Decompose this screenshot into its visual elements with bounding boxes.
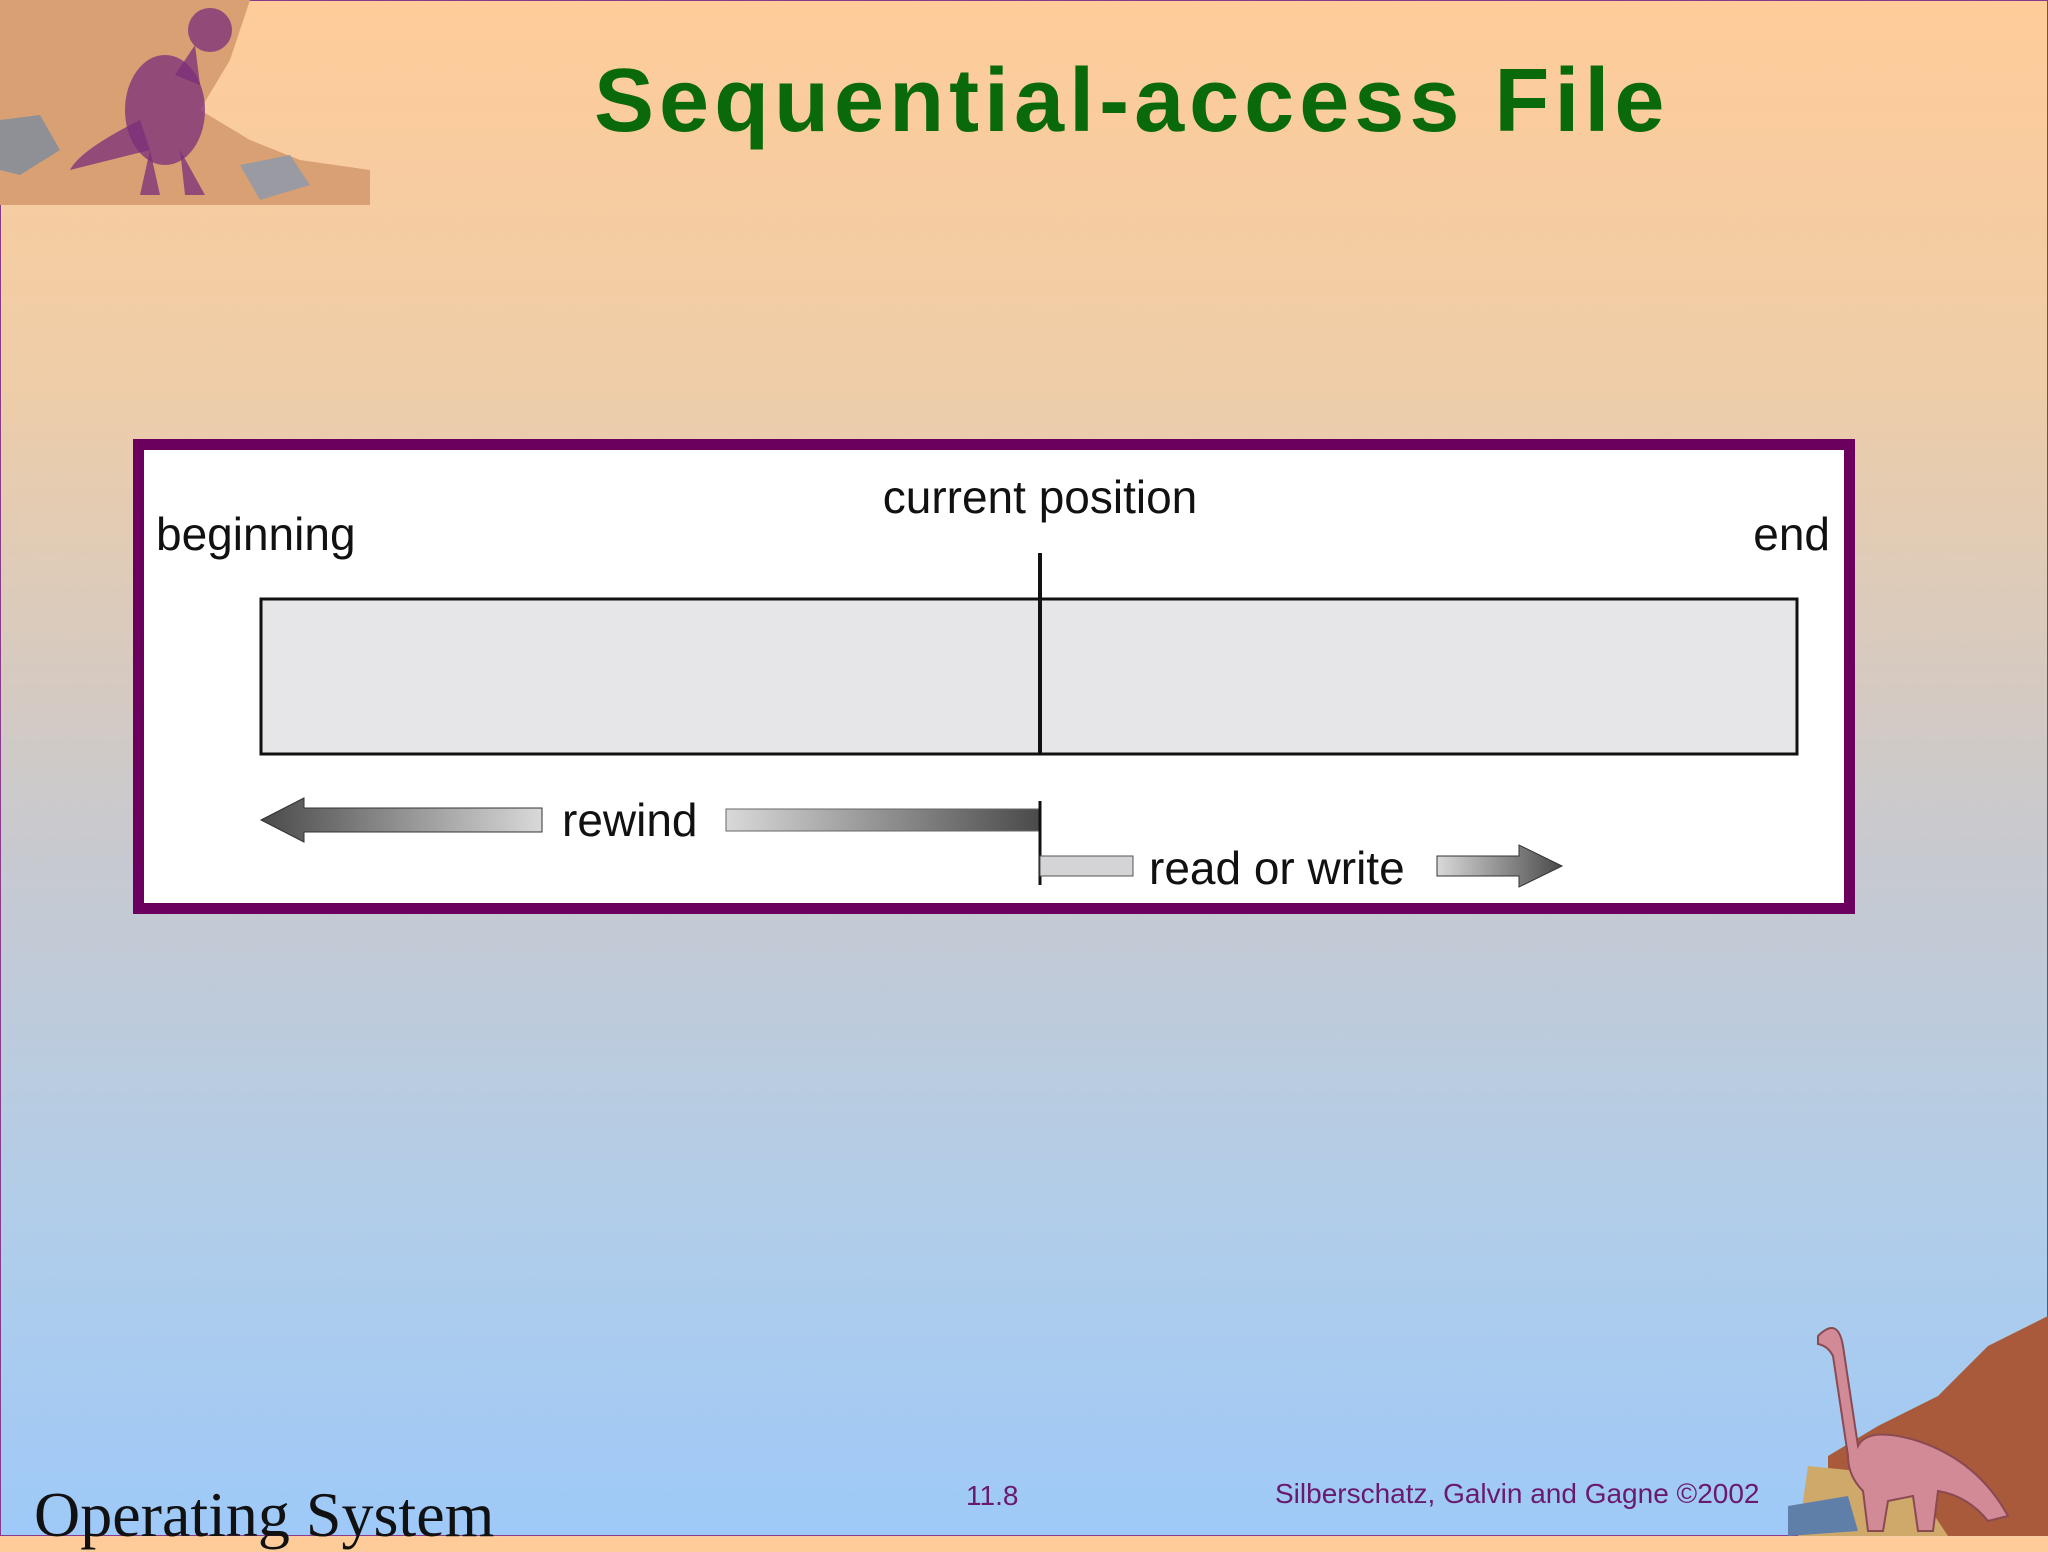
t-rex-dinosaur-icon: [0, 0, 370, 205]
rewind-arrow-tail: [725, 808, 1041, 832]
footer-page-number: 11.8: [966, 1480, 1019, 1511]
read-write-arrow-tail: [1039, 855, 1134, 877]
diagram-canvas: beginning current position end rewind re…: [156, 471, 1830, 894]
slide-title: Sequential-access File: [594, 51, 1670, 151]
footer-course-title: Operating System: [34, 1479, 495, 1550]
footer-credit: Silberschatz, Galvin and Gagne ©2002: [1275, 1478, 1760, 1509]
label-current-position: current position: [883, 471, 1198, 523]
right-arrow-icon: [1436, 844, 1564, 888]
sequential-access-diagram: beginning current position end rewind re…: [133, 439, 1855, 914]
label-end: end: [1753, 508, 1830, 560]
label-rewind: rewind: [562, 794, 698, 846]
left-arrow-icon: [259, 797, 543, 843]
file-bar: [259, 597, 1799, 756]
brontosaurus-dinosaur-icon: [1788, 1316, 2048, 1536]
label-beginning: beginning: [156, 508, 356, 560]
label-read-or-write: read or write: [1149, 842, 1405, 894]
